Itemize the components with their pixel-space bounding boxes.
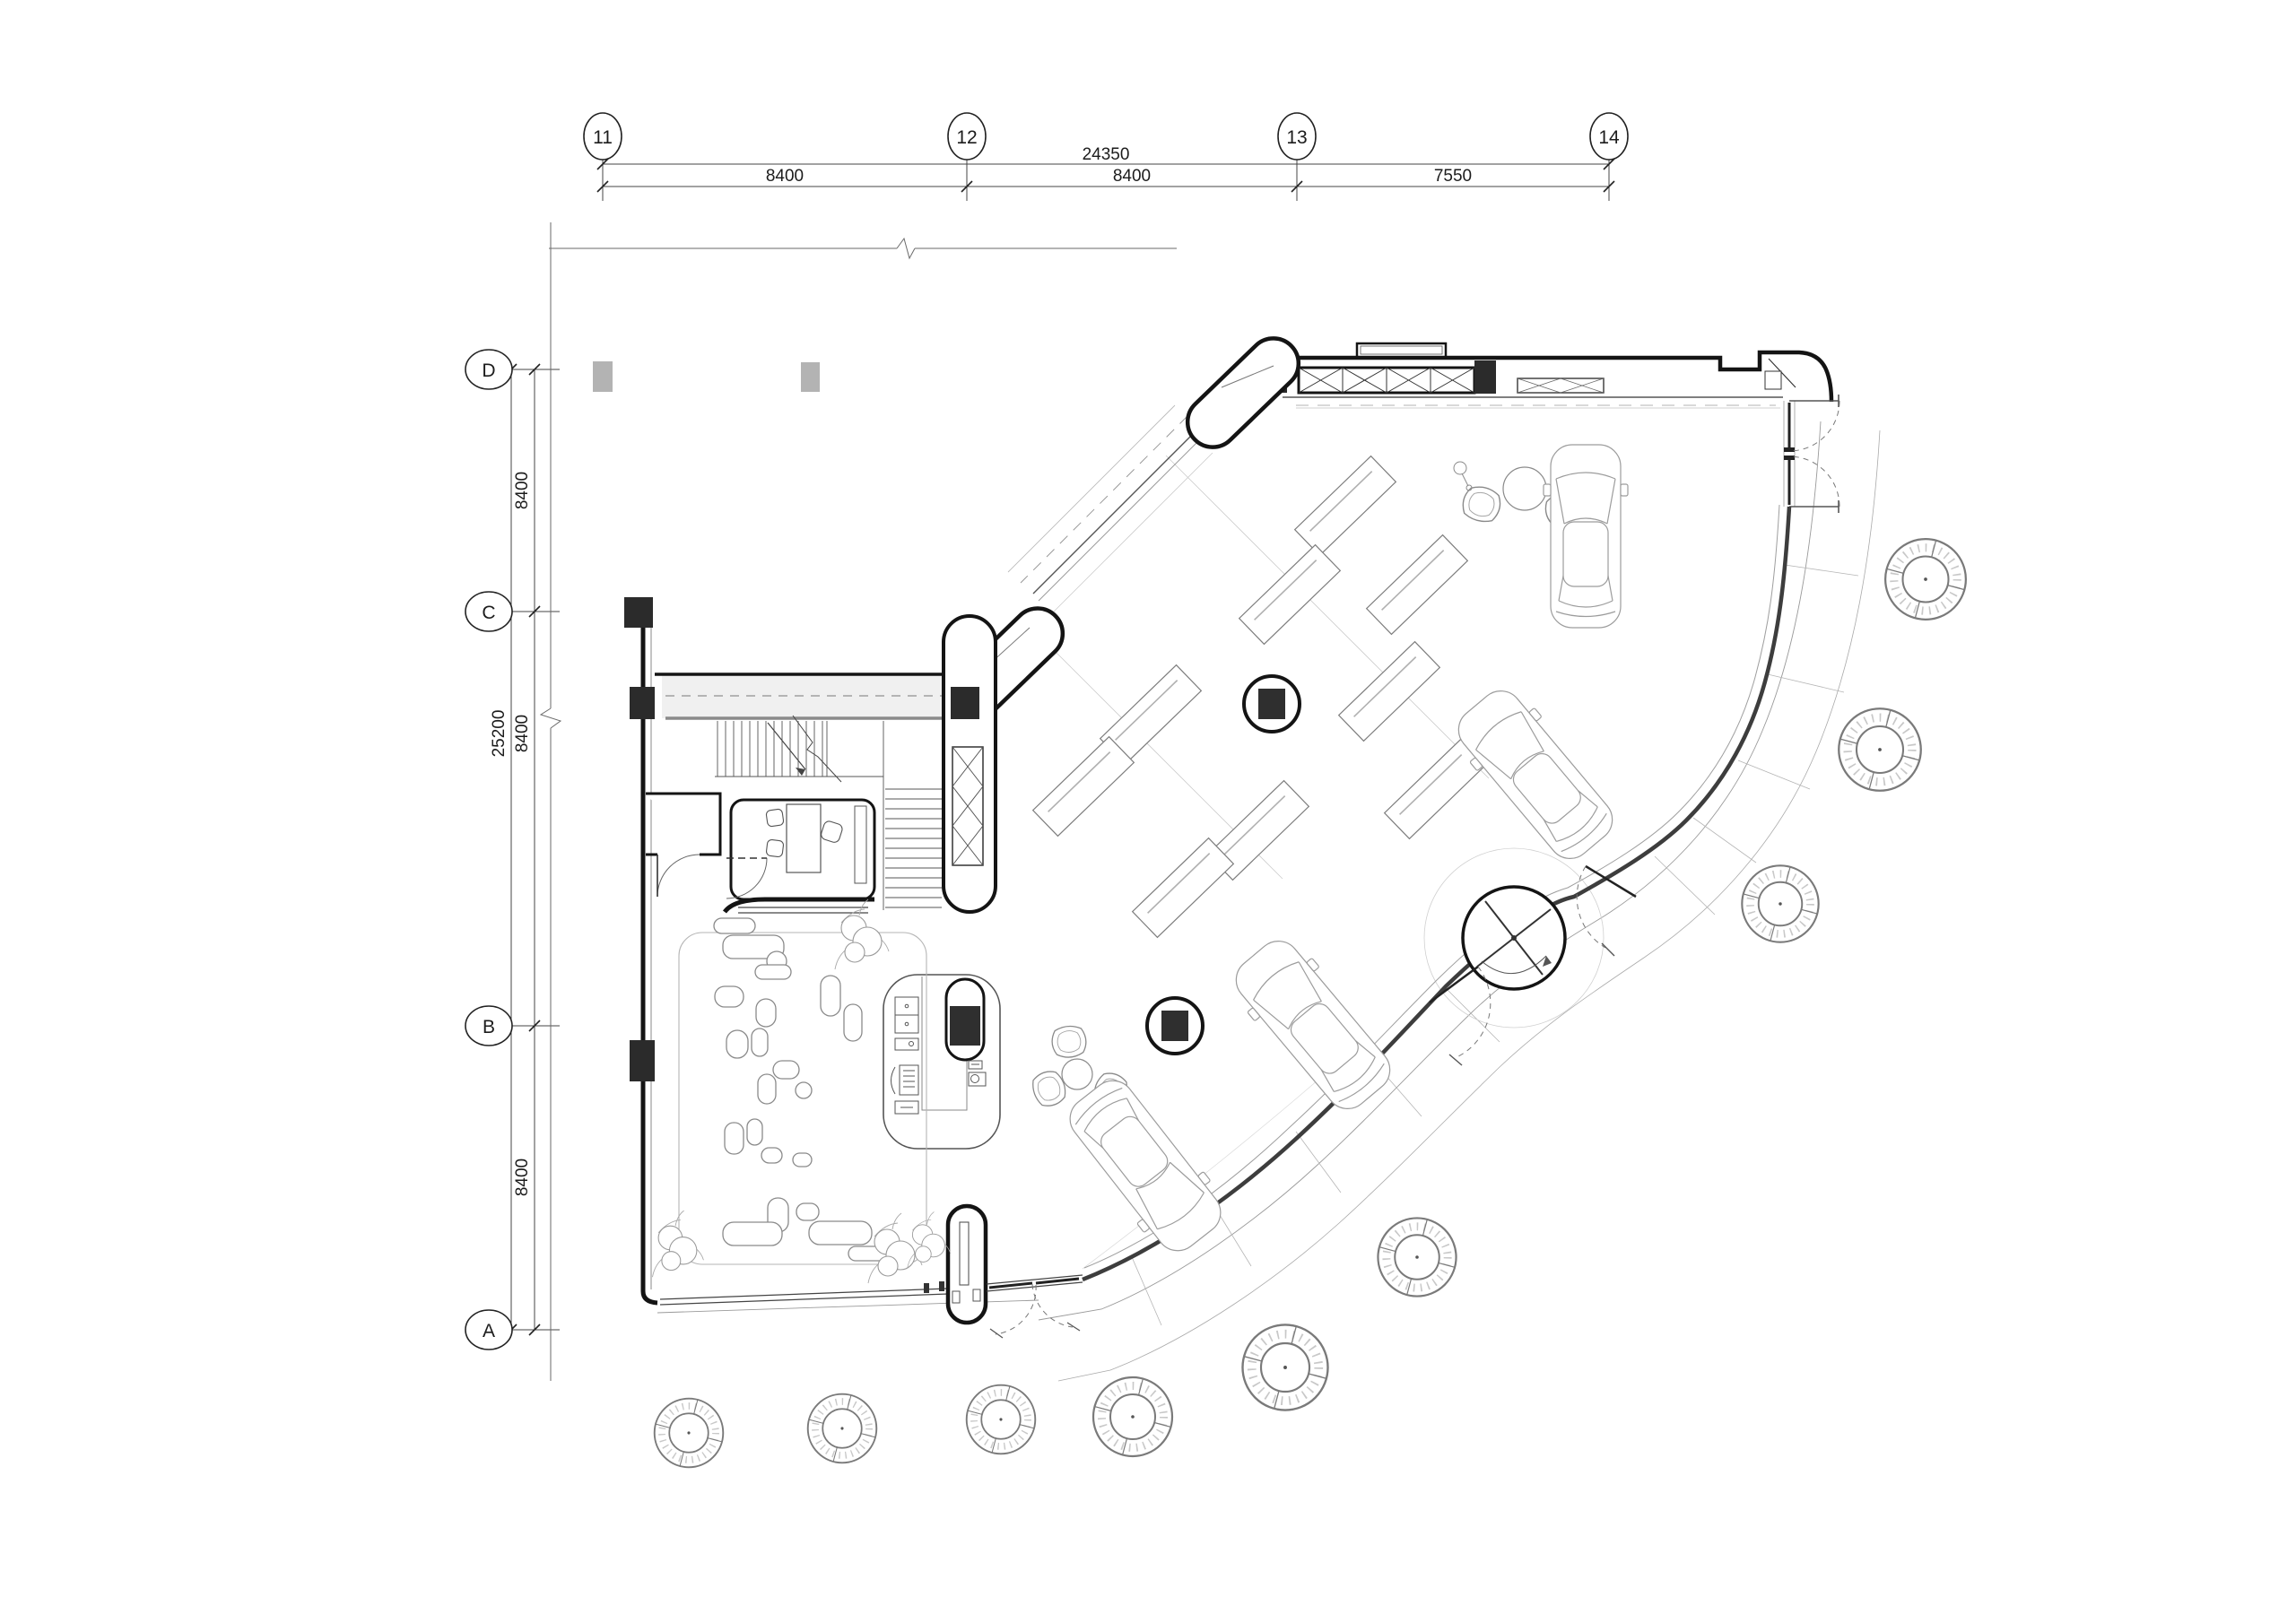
dim-overall-top: 24350 [1083,145,1130,164]
display-table [1238,543,1342,646]
car [1055,1067,1236,1264]
ante-room [646,792,722,856]
plant-cluster [651,1210,704,1278]
office-desk [786,803,822,873]
dim-seg-D-C: 8400 [513,472,532,509]
facade-swing-door-upper [1576,864,1637,957]
plant-cluster [834,898,890,970]
office-chair [821,820,843,843]
display-table [1337,640,1441,742]
curtain-wall-truss-2 [1517,378,1605,394]
dimension-ticks [596,158,1615,193]
dim-overall-left: 25200 [490,710,509,758]
dim-seg-C-B: 8400 [513,715,532,752]
car [1543,444,1629,629]
door-leaf [988,1281,1033,1289]
tree [1093,1377,1172,1456]
dim-seg-13-14: 7550 [1434,167,1472,186]
tree [967,1385,1036,1454]
car [1221,927,1405,1123]
lounge-area [678,917,927,1265]
east-double-door [1783,395,1840,513]
display-table [1383,738,1487,840]
grid-bubble-12: 12 [956,127,977,148]
entrance-pylon [945,1203,988,1325]
dim-seg-11-12: 8400 [766,167,804,186]
tree [1242,1324,1327,1410]
stair-treads-upper [715,721,883,777]
office-chair [765,838,785,858]
office-sideboard [854,805,867,884]
grid-left-dimension-text: 8400 8400 25200 8400 [490,472,532,1196]
tree [1378,1218,1456,1296]
facade-swing-door-lower [1429,965,1492,1066]
grid-top [596,158,1615,201]
desk-equipment [891,996,987,1115]
tree [655,1399,724,1468]
grid-bubble-B: B [483,1017,495,1037]
dim-seg-B-A: 8400 [513,1159,532,1196]
site-boundary [539,222,1177,1381]
structural-columns [624,597,979,1081]
grid-bubble-C: C [482,603,495,623]
reception-desk [883,974,1001,1150]
display-table [1293,455,1397,557]
tree [808,1394,877,1463]
display-table [1031,735,1135,838]
column [1474,360,1496,394]
curved-glass-facade [1082,504,1792,1282]
tree [1885,539,1966,620]
grid-top-bubbles: 11 12 13 14 [583,112,1629,161]
canopy-above [1355,342,1448,359]
corner-entry-block [1764,358,1796,390]
canopy-dashed-line [1020,415,1188,584]
dim-seg-12-13: 8400 [1113,167,1151,186]
office-room [729,798,876,901]
tree [1839,708,1921,791]
south-entrance [924,1203,1083,1339]
display-cars [1055,444,1629,1264]
upper-floor-column [801,362,820,392]
round-clad-column [1242,674,1301,733]
seating-group-reception [1028,1024,1132,1113]
south-glass-wall [659,1288,949,1300]
desk-dark-panel [950,1006,980,1046]
door-leaf [1035,1277,1080,1285]
grid-top-dimension-text: 24350 8400 8400 7550 [766,145,1472,186]
grid-bubble-11: 11 [593,127,613,148]
lounge-sofas [713,917,889,1262]
grid-bubble-D: D [482,360,495,381]
low-partition-wall [722,897,874,914]
display-table [1365,534,1469,636]
stair-treads-right [883,721,942,910]
tub-chair [1050,1024,1088,1060]
north-wall [1265,342,1834,403]
wall-capsule-upper [1185,336,1301,449]
revolving-door [1461,885,1567,991]
grid-bubble-13: 13 [1286,127,1307,148]
display-table [1131,837,1235,939]
grid-bubble-14: 14 [1598,127,1620,148]
round-clad-column [1145,996,1205,1055]
office-chair [765,808,785,828]
grid-left-bubbles: D C B A [465,349,513,1350]
tub-chair [1458,482,1505,526]
tree [1742,865,1818,942]
lounge-rug [678,932,927,1265]
stair-core [640,599,997,1306]
grid-bubble-A: A [483,1321,495,1341]
plant-cluster [867,1212,923,1284]
paving-joints [1131,564,1859,1326]
curtain-wall-truss [1297,366,1476,395]
upper-floor-column [593,361,613,392]
